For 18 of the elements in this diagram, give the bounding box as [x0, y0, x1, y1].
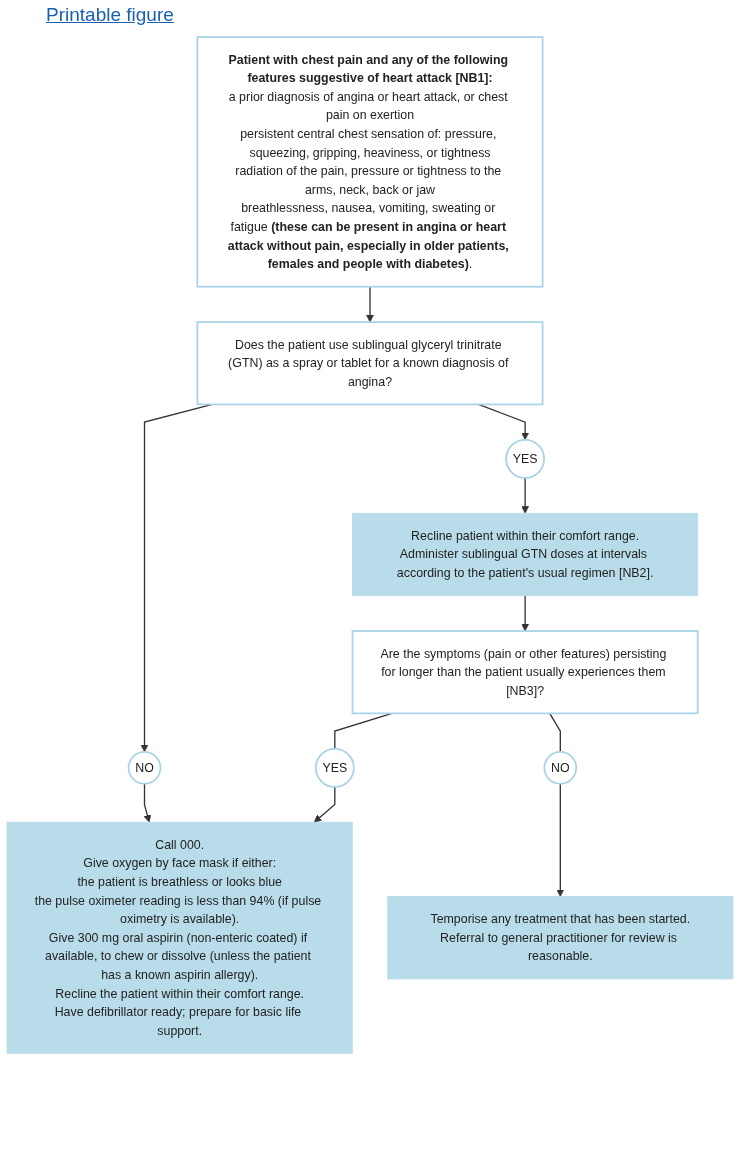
arrow	[143, 783, 152, 823]
node-circle: YES	[314, 747, 355, 788]
arrow	[313, 786, 336, 823]
node-box: Are the symptoms (pain or other features) persisting for longer than the patient usually experiences them [NB3]?	[351, 630, 699, 715]
node-circle: YES	[505, 438, 546, 479]
arrow	[521, 594, 529, 632]
node-box: Temporise any treatment that has been started. Referral to general practitioner for review is reasonable.	[387, 896, 734, 980]
node-box: Recline patient within their comfort range. Administer sublingual GTN doses at intervals according to the patient's usual regimen [NB2].	[352, 512, 699, 597]
node-circle: NO	[127, 751, 162, 785]
connector	[549, 712, 561, 753]
node-box: Call 000. Give oxygen by face mask if either: the patient is breathless or looks blue the pulse oximeter reading is less than 94% (if pulse oximetry is available). Give 300 mg oral aspirin (non-enteric coated) if available, to chew or dissolve (unless the patient has a known aspirin allergy). Recline the patient within their comfort range. Have defibrillator ready; prepare for basic life support.	[6, 821, 353, 1054]
arrow	[366, 286, 374, 323]
link: Printable figure	[46, 4, 174, 25]
node-circle: NO	[543, 751, 578, 785]
arrow	[521, 477, 529, 514]
arrow	[556, 783, 565, 897]
node-box: Patient with chest pain and any of the following features suggestive of heart attack [NB1]: a prior diagnosis of angina or heart attack, or chest pain on exertion persistent central chest sensation of: pressure, squeezing, gripping, heaviness, or tightness radiation of the pain, pressure or tightness to the arms, neck, back or jaw breathlessness, nausea, vomiting, sweating or fatigue (these can be present in angina or heart attack without pain, especially in older patients, females and people with diabetes).	[196, 36, 544, 288]
node-box: Does the patient use sublingual glyceryl trinitrate (GTN) as a spray or tablet for a known diagnosis of angina?	[196, 321, 544, 406]
